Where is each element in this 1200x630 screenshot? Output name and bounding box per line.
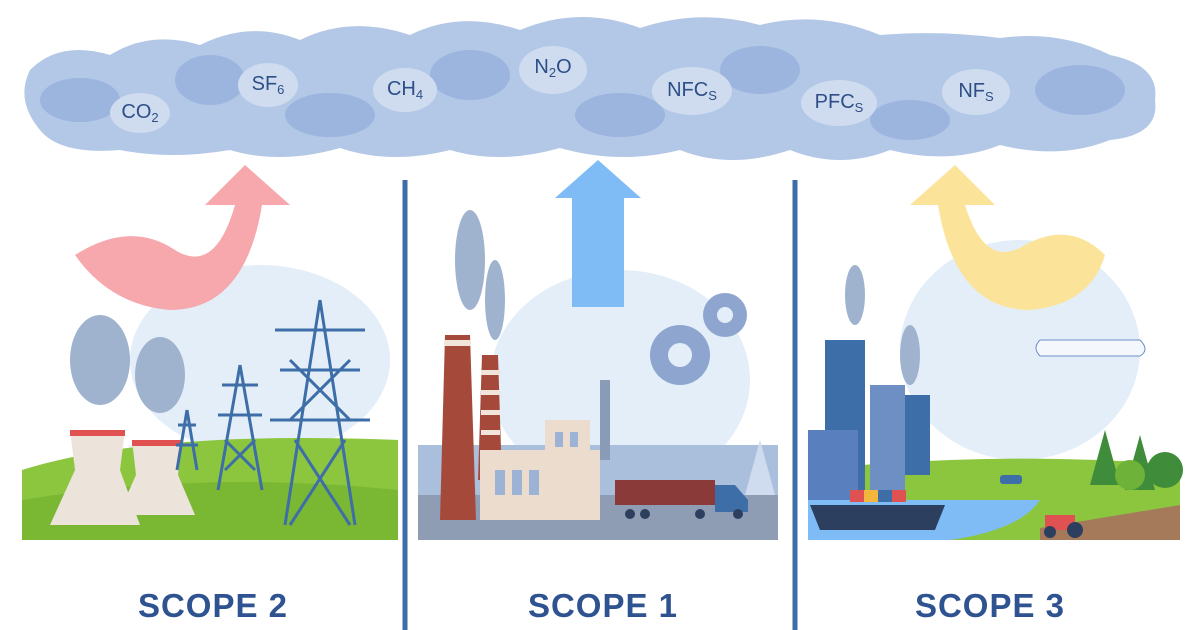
scope-3-label: SCOPE 3: [914, 587, 1066, 624]
gas-label-co2: CO2: [121, 101, 159, 125]
pylon-icon: [175, 299, 370, 526]
gas-label-pfcs: PFCS: [814, 91, 864, 115]
emissions-cloud: [24, 16, 1156, 160]
gas-label-ch4: CH4: [386, 78, 424, 102]
scope3-scene: [808, 165, 1183, 540]
gas-label-sf6: SF6: [251, 73, 285, 97]
scope1-scene: [418, 160, 778, 540]
scope-2-label: SCOPE 2: [137, 587, 289, 624]
gas-label-n2o: N2O: [534, 56, 572, 80]
gas-label-nfcs: NFCS: [667, 79, 717, 103]
scope-1-label: SCOPE 1: [527, 587, 679, 624]
scope2-scene: [22, 165, 398, 540]
scope2-arrow: [75, 165, 290, 310]
scope3-arrow: [910, 165, 1105, 310]
gas-label-nfs: NFS: [958, 80, 994, 104]
scope1-arrow: [555, 160, 641, 307]
